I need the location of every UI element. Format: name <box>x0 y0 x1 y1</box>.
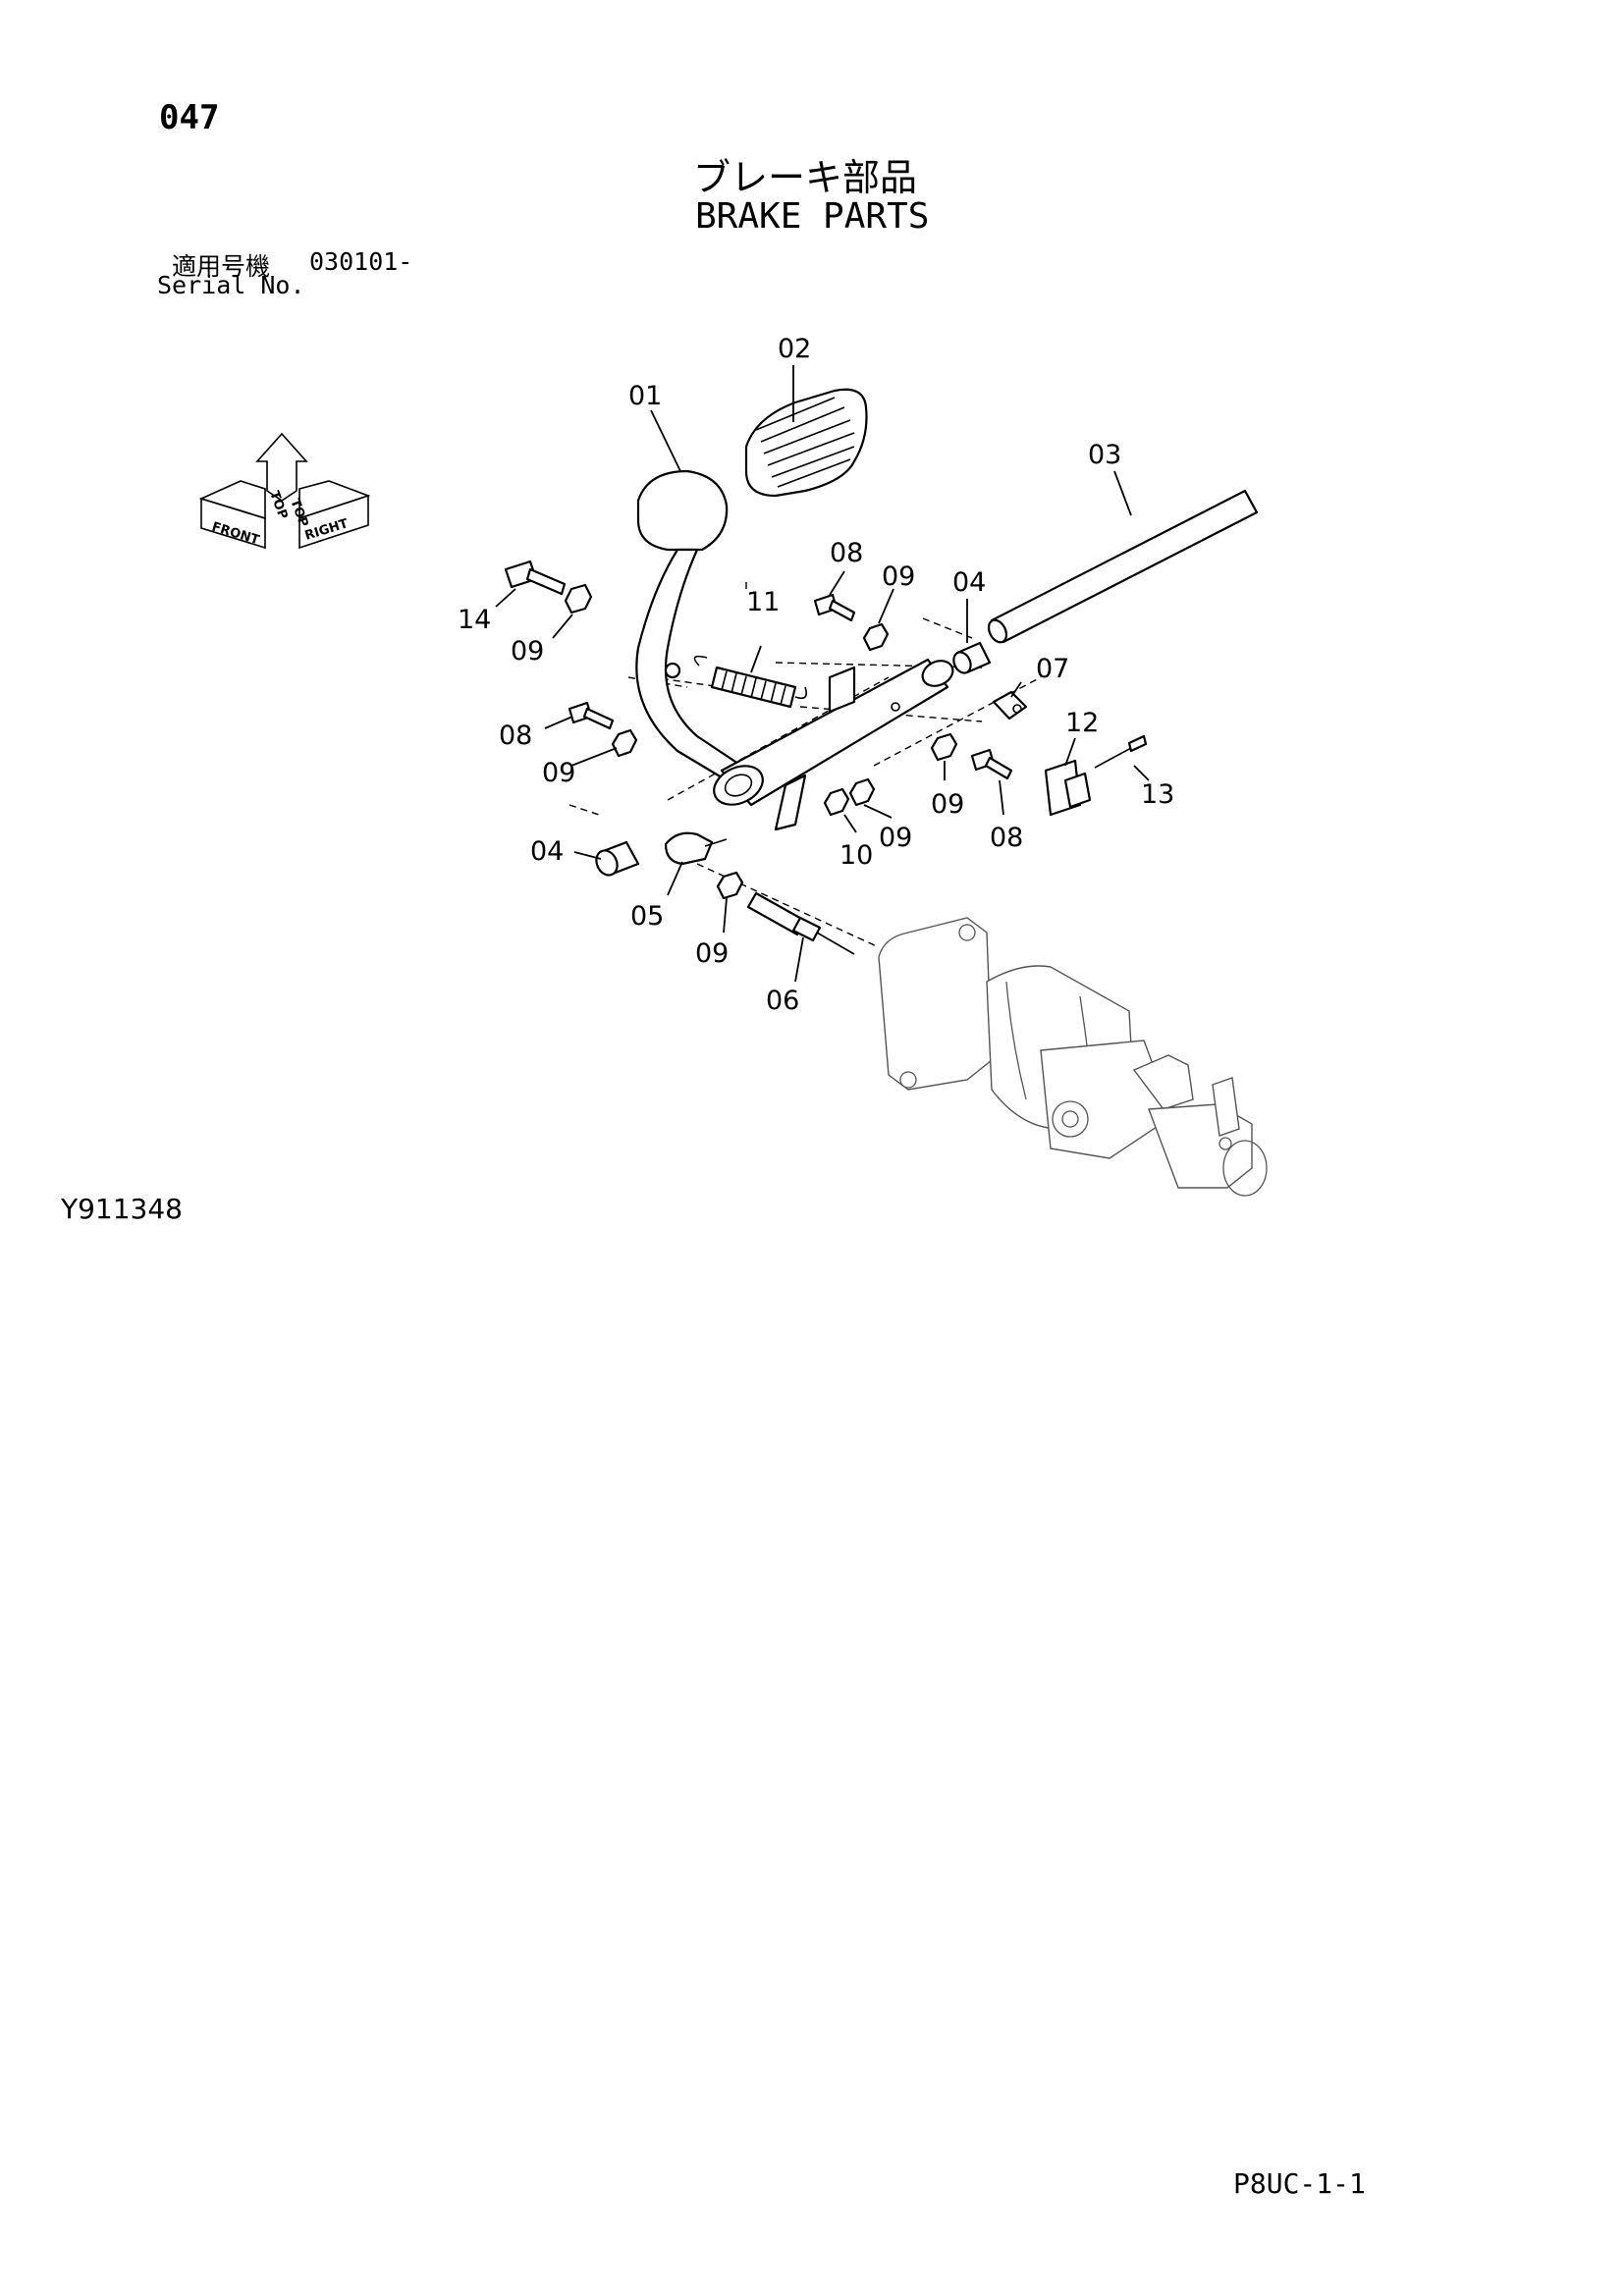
nut-part-09-e <box>848 777 876 807</box>
orientation-top-left-face <box>198 480 266 520</box>
nut-part-09-d <box>930 732 958 762</box>
callout-02: 02 <box>778 334 811 364</box>
serial-number-value: 030101- <box>309 247 413 276</box>
callout-03: 03 <box>1088 440 1121 470</box>
callout-14: 14 <box>458 605 491 635</box>
bolt-part-14 <box>504 560 567 596</box>
bushing-part-04-left <box>595 840 640 877</box>
callout-04-right: 04 <box>952 567 986 598</box>
switch-part-12 <box>1044 759 1092 817</box>
callout-08-right: 08 <box>990 823 1023 853</box>
callout-07: 07 <box>1036 654 1069 684</box>
bolt-part-08-a <box>813 593 856 622</box>
nut-part-09-b <box>862 622 890 652</box>
callout-labels: 01 02 03 04 04 05 06 07 08 08 08 09 09 0… <box>458 334 1174 1016</box>
page-title-english: BRAKE PARTS <box>695 196 930 237</box>
callout-08-left: 08 <box>499 721 532 751</box>
callout-10: 10 <box>839 840 873 871</box>
shaft-part-03 <box>987 489 1259 644</box>
pedal-pad-part-02 <box>744 388 868 498</box>
page-code: P8UC-1-1 <box>1233 2167 1366 2200</box>
callout-09-d: 09 <box>931 789 964 820</box>
screw-part-13 <box>1094 734 1148 769</box>
page-title-japanese: ブレーキ部品 <box>693 156 918 199</box>
orientation-front-label: FRONT <box>210 519 261 548</box>
pedal-arm-part-01 <box>635 469 954 831</box>
push-rod-part-06 <box>746 891 855 955</box>
callout-12: 12 <box>1065 708 1099 738</box>
bolt-part-08-c <box>970 748 1013 780</box>
nut-part-09-f <box>716 871 744 900</box>
callout-09-f: 09 <box>695 938 729 969</box>
serial-label-japanese: 適用号機 <box>172 252 271 281</box>
callout-09-a: 09 <box>511 636 544 667</box>
master-cylinder-reference <box>878 917 1268 1197</box>
page-number: 047 <box>159 98 220 137</box>
orientation-top-left-label: TOP <box>266 489 290 521</box>
orientation-top-right-label: TOP <box>287 497 310 529</box>
clevis-part-05 <box>664 831 728 866</box>
serial-label-english: Serial No. <box>157 271 305 299</box>
bolt-part-08-b <box>568 701 615 730</box>
callout-08-top: 08 <box>830 538 863 568</box>
orientation-top-right-face <box>298 480 371 520</box>
nut-part-09-a <box>564 583 593 614</box>
orientation-marker: FRONT RIGHT TOP TOP <box>198 432 371 550</box>
figure-id: Y911348 <box>61 1193 183 1225</box>
return-spring-part-11 <box>693 655 808 709</box>
callout-06: 06 <box>766 986 799 1016</box>
locknut-part-10 <box>823 787 850 817</box>
nut-part-09-c <box>611 728 638 758</box>
callout-05: 05 <box>630 901 664 932</box>
fitting-part-07 <box>992 690 1028 721</box>
callout-09-c: 09 <box>542 758 575 788</box>
callout-01: 01 <box>628 381 662 411</box>
callout-09-e: 09 <box>879 823 912 853</box>
bushing-part-04-right <box>952 641 992 674</box>
orientation-up-arrow-icon <box>255 432 308 502</box>
leader-lines <box>495 365 1150 983</box>
callout-09-b: 09 <box>882 561 915 592</box>
callout-13: 13 <box>1141 779 1174 810</box>
callout-04-left: 04 <box>530 836 564 867</box>
callout-11: 11 <box>746 587 780 617</box>
